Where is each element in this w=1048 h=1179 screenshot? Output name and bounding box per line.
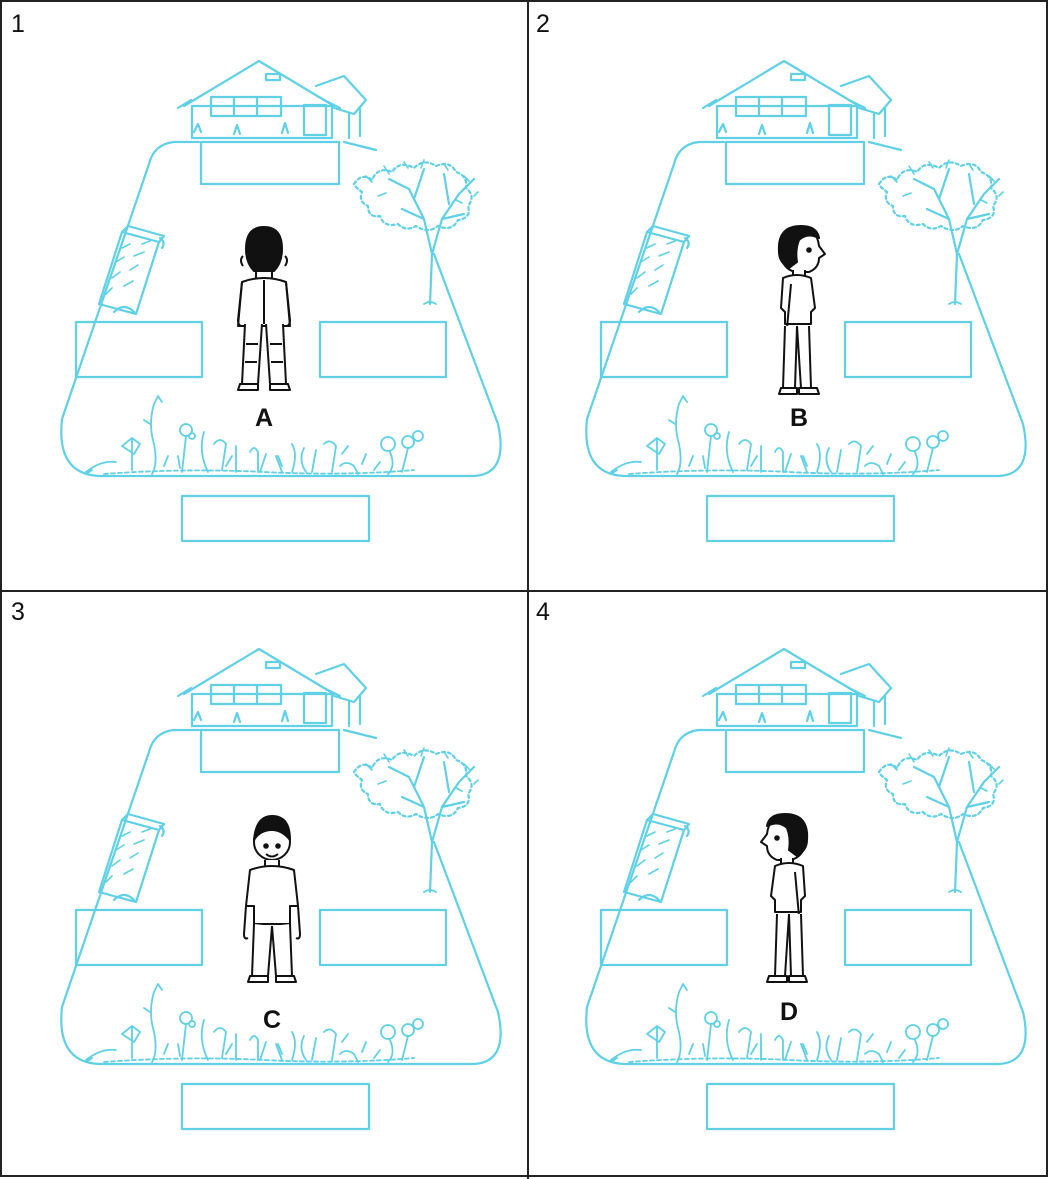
boy-left-profile bbox=[529, 592, 1048, 1178]
panel-3: 3 C bbox=[4, 592, 526, 1178]
boy-right-profile bbox=[529, 4, 1048, 590]
boy-front-view bbox=[4, 592, 526, 1178]
panel-2: 2 B bbox=[529, 4, 1048, 590]
boy-back-view bbox=[4, 4, 526, 590]
panel-1: 1 A bbox=[4, 4, 526, 590]
panel-label: C bbox=[252, 1006, 292, 1035]
panel-label: D bbox=[769, 998, 809, 1027]
panel-4: 4 D bbox=[529, 592, 1048, 1178]
panel-label: B bbox=[779, 404, 819, 433]
panel-label: A bbox=[244, 404, 284, 433]
